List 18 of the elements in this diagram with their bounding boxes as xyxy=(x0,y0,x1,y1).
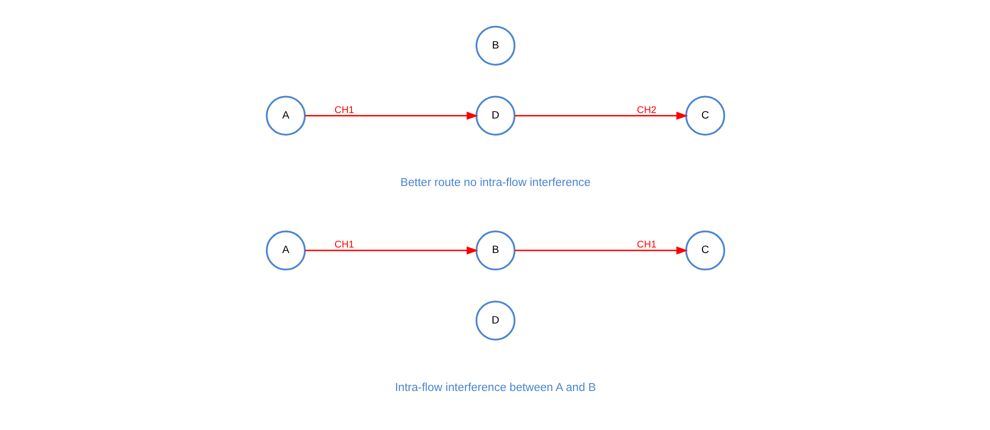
arrow xyxy=(514,246,688,254)
label: Better route no intra-flow interference xyxy=(400,177,590,190)
arrow xyxy=(514,112,688,120)
node-circle: B xyxy=(475,230,515,270)
node-circle: A xyxy=(265,230,306,270)
node-circle: A xyxy=(265,96,306,136)
arrow xyxy=(304,112,478,120)
edge-label: CH1 xyxy=(334,104,354,116)
node-circle: D xyxy=(475,96,515,136)
label: Intra-flow interference between A and B xyxy=(394,382,596,394)
edge-label: CH1 xyxy=(334,240,354,251)
node-circle: B xyxy=(475,26,515,66)
node-circle: D xyxy=(475,300,515,340)
edge-label: CH2 xyxy=(636,104,656,116)
arrow xyxy=(304,246,478,254)
node-circle: C xyxy=(684,230,725,270)
node-circle: C xyxy=(684,96,725,136)
edge-label: CH1 xyxy=(636,240,656,251)
